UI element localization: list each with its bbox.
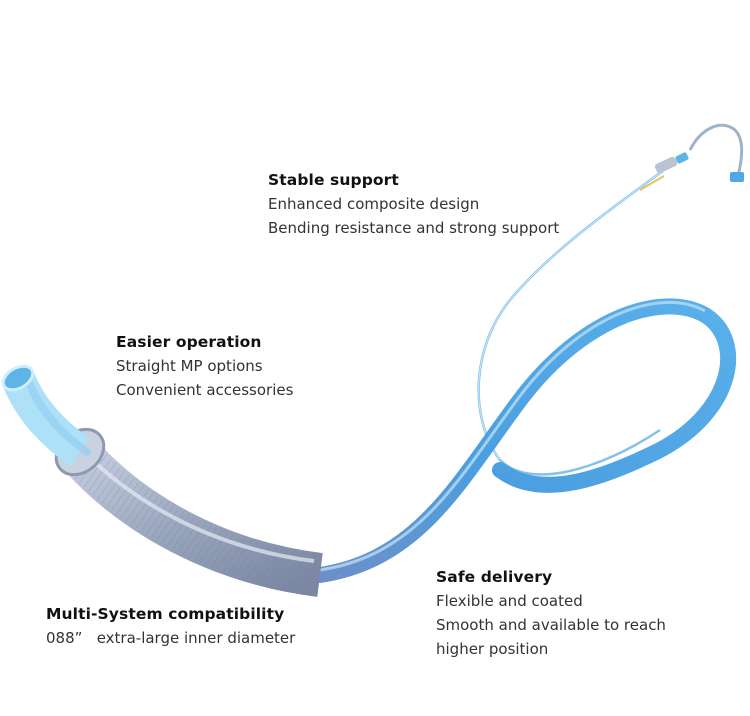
catheter-shaft-braid xyxy=(65,441,323,595)
feature-safe-delivery: Safe delivery Flexible and coated Smooth… xyxy=(436,568,666,664)
feature-title: Easier operation xyxy=(116,333,262,351)
feature-line: Bending resistance and strong support xyxy=(268,219,560,237)
feature-multi-system-compatibility: Multi-System compatibility 088” extra-la… xyxy=(46,605,295,653)
feature-line: higher position xyxy=(436,640,549,658)
hub-connector xyxy=(639,123,744,191)
catheter-loop-highlight xyxy=(319,300,706,572)
feature-line: Smooth and available to reach xyxy=(436,616,666,634)
feature-title: Multi-System compatibility xyxy=(46,605,285,623)
feature-easier-operation: Easier operation Straight MP options Con… xyxy=(116,333,293,405)
feature-stable-support: Stable support Enhanced composite design… xyxy=(268,171,559,243)
feature-line: Convenient accessories xyxy=(116,381,294,399)
feature-line: Enhanced composite design xyxy=(268,195,480,213)
catheter-tip-opening xyxy=(1,364,35,392)
feature-line: Straight MP options xyxy=(116,357,263,375)
feature-line: 088” extra-large inner diameter xyxy=(46,629,296,647)
feature-title: Safe delivery xyxy=(436,568,553,586)
feature-title: Stable support xyxy=(268,171,399,189)
wire-highlight xyxy=(478,155,683,461)
catheter-loop xyxy=(312,298,737,583)
feature-line: Flexible and coated xyxy=(436,592,583,610)
